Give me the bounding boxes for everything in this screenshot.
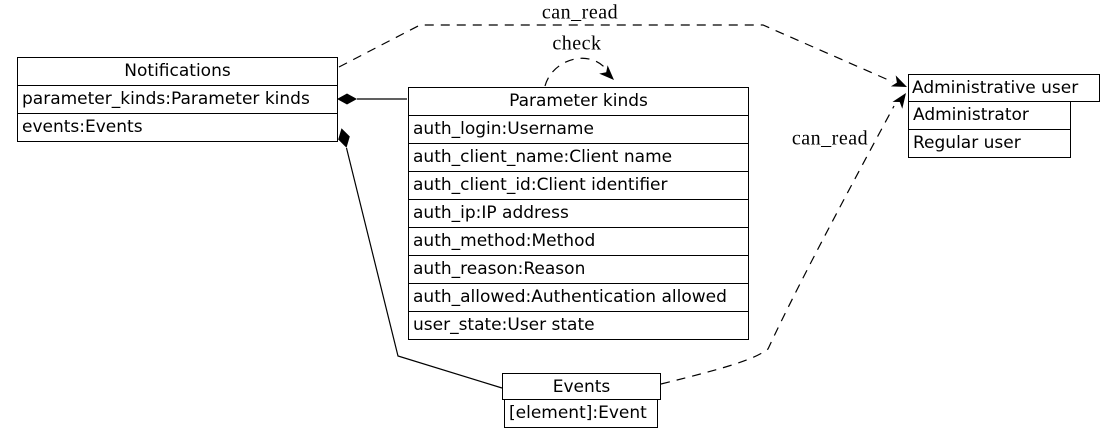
attribute-row: parameter_kinds:Parameter kinds (18, 86, 337, 114)
node-parameter-kinds: Parameter kinds auth_login:Username auth… (408, 87, 749, 340)
node-events-title: Events (502, 373, 661, 400)
node-parameter-kinds-title: Parameter kinds (409, 88, 748, 116)
arrowhead-can-read-top (890, 75, 907, 87)
attribute-row: auth_ip:IP address (409, 200, 748, 228)
arrowhead-can-read-bottom (892, 93, 906, 109)
edge-can-read-top (338, 24, 894, 83)
node-administrative-user-title: Administrative user (908, 74, 1100, 102)
node-notifications: Notifications parameter_kinds:Parameter … (17, 57, 338, 142)
attribute-row: auth_reason:Reason (409, 256, 748, 284)
composition-diamond-events (338, 128, 350, 148)
edge-label-can-read-bottom: can_read (791, 127, 869, 150)
arrowhead-check (599, 65, 614, 80)
composition-diamond-parameter-kinds (337, 93, 357, 105)
attribute-row: auth_client_name:Client name (409, 144, 748, 172)
attribute-row: auth_allowed:Authentication allowed (409, 284, 748, 312)
attribute-row: [element]:Event (509, 403, 647, 423)
attribute-row: auth_client_id:Client identifier (409, 172, 748, 200)
attribute-row: user_state:User state (413, 315, 595, 335)
attribute-row: Regular user (913, 133, 1021, 153)
attribute-row: Administrator (909, 102, 1070, 130)
attribute-row: events:Events (22, 117, 143, 137)
edge-can-read-bottom (660, 105, 895, 385)
edge-events-composition (345, 147, 503, 389)
node-events-body: [element]:Event (504, 399, 658, 428)
attribute-row: auth_method:Method (409, 228, 748, 256)
edge-check-self-loop (544, 57, 607, 87)
node-administrative-user-body: Administrator Regular user (908, 101, 1071, 158)
node-notifications-title: Notifications (18, 58, 337, 86)
attribute-row: auth_login:Username (409, 116, 748, 144)
edge-label-check: check (552, 32, 602, 55)
edge-label-can-read-top: can_read (541, 1, 619, 24)
